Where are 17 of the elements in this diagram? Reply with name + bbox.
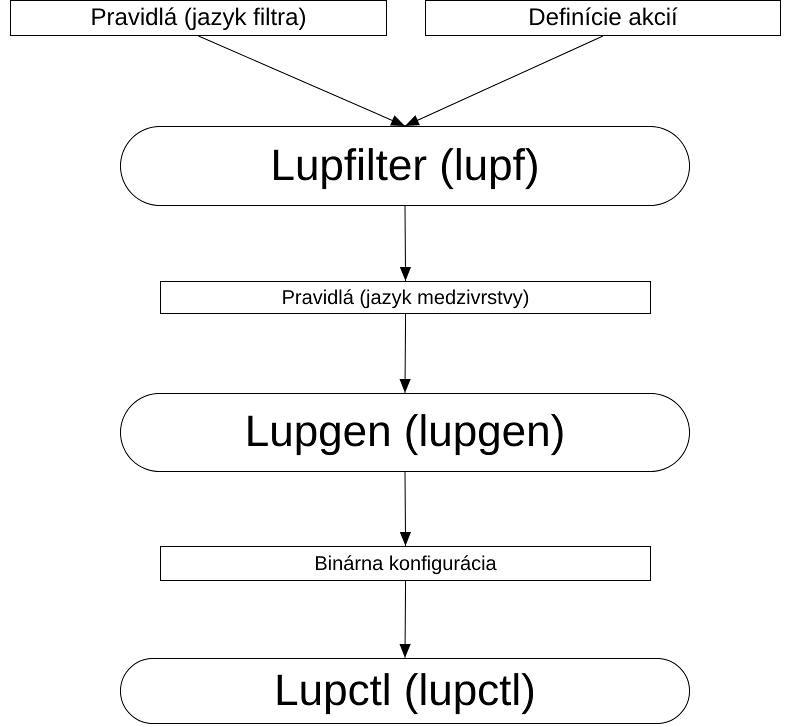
node-label: Pravidlá (jazyk medzivrstvy)	[282, 286, 530, 308]
node-label: Definície akcií	[528, 4, 678, 32]
arrow	[400, 472, 411, 546]
arrow	[404, 36, 604, 126]
node-label: Lupgen (lupgen)	[244, 408, 566, 457]
data-box	[160, 546, 651, 581]
data-box	[160, 281, 651, 314]
arrow	[400, 314, 411, 394]
arrow	[400, 206, 411, 282]
node-label: Lupfilter (lupf)	[270, 142, 540, 190]
data-box	[10, 0, 387, 36]
arrow	[400, 580, 411, 658]
node-label: Binárna konfigurácia	[314, 552, 497, 574]
arrow	[198, 36, 406, 126]
node-label: Lupctl (lupctl)	[274, 666, 536, 716]
node-label: Pravidlá (jazyk filtra)	[90, 4, 307, 32]
data-box	[425, 0, 781, 36]
